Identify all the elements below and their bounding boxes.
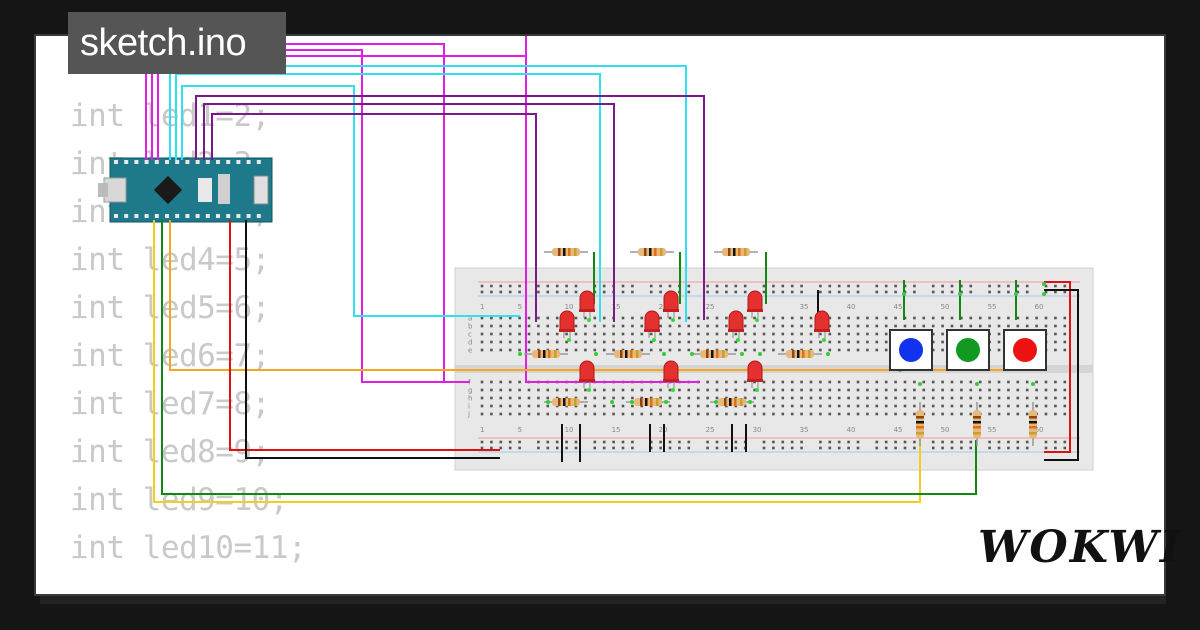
- column-number: 20: [659, 303, 668, 311]
- column-number: 1: [480, 303, 484, 311]
- resistor[interactable]: [524, 350, 568, 358]
- column-number: 45: [894, 426, 903, 434]
- led[interactable]: [814, 310, 830, 342]
- resistor[interactable]: [973, 402, 981, 446]
- column-number: 55: [988, 303, 997, 311]
- resistor[interactable]: [1029, 402, 1037, 446]
- column-number: 50: [941, 426, 950, 434]
- column-number: 40: [847, 303, 856, 311]
- code-line: int led9=10;: [70, 482, 288, 518]
- push-button-green[interactable]: [946, 329, 990, 371]
- led[interactable]: [579, 290, 595, 322]
- column-number: 60: [1035, 426, 1044, 434]
- column-number: 45: [894, 303, 903, 311]
- column-number: 25: [706, 303, 715, 311]
- card-shadow: [40, 596, 1166, 604]
- sketch-filename[interactable]: sketch.ino: [68, 12, 286, 74]
- code-line: int led7=8;: [70, 386, 270, 422]
- row-letter: g: [468, 387, 472, 395]
- code-line: int led10=11;: [70, 530, 307, 566]
- row-letter: h: [468, 395, 472, 403]
- column-number: 50: [941, 303, 950, 311]
- column-number: 35: [800, 303, 809, 311]
- led[interactable]: [747, 290, 763, 322]
- button-cap-icon[interactable]: [899, 338, 923, 362]
- button-cap-icon[interactable]: [1013, 338, 1037, 362]
- row-letter: e: [468, 347, 472, 355]
- column-number: 35: [800, 426, 809, 434]
- led[interactable]: [747, 360, 763, 392]
- code-line: int led8=9;: [70, 434, 270, 470]
- column-number: 10: [565, 426, 574, 434]
- resistor[interactable]: [606, 350, 650, 358]
- push-button-red[interactable]: [1003, 329, 1047, 371]
- row-letter: b: [468, 323, 473, 331]
- code-line: int led6=7;: [70, 338, 270, 374]
- row-letter: c: [468, 331, 472, 339]
- code-line: int led4=5;: [70, 242, 270, 278]
- resistor[interactable]: [714, 248, 758, 256]
- code-line: int led5=6;: [70, 290, 270, 326]
- row-letter: d: [468, 339, 472, 347]
- led[interactable]: [663, 290, 679, 322]
- resistor[interactable]: [544, 248, 588, 256]
- column-number: 60: [1035, 303, 1044, 311]
- resistor[interactable]: [544, 398, 588, 406]
- column-number: 15: [612, 303, 621, 311]
- led[interactable]: [728, 310, 744, 342]
- column-number: 55: [988, 426, 997, 434]
- leds: [518, 282, 1046, 404]
- column-number: 25: [706, 426, 715, 434]
- column-number: 5: [518, 426, 522, 434]
- led[interactable]: [663, 360, 679, 392]
- column-number: 5: [518, 303, 522, 311]
- push-buttons[interactable]: [889, 329, 1047, 371]
- arduino-nano[interactable]: [98, 157, 273, 223]
- push-button-blue[interactable]: [889, 329, 933, 371]
- resistor[interactable]: [916, 402, 924, 446]
- column-number: 30: [753, 426, 762, 434]
- column-number: 10: [565, 303, 574, 311]
- row-letter: a: [468, 315, 472, 323]
- led[interactable]: [579, 360, 595, 392]
- column-number: 1: [480, 426, 484, 434]
- row-letter: i: [468, 403, 470, 411]
- column-number: 40: [847, 426, 856, 434]
- resistor[interactable]: [630, 248, 674, 256]
- column-number: 15: [612, 426, 621, 434]
- wokwi-logo: WOKWI: [978, 522, 1183, 573]
- resistors: [524, 248, 1037, 446]
- led[interactable]: [644, 310, 660, 342]
- resistor[interactable]: [778, 350, 822, 358]
- led[interactable]: [559, 310, 575, 342]
- resistor[interactable]: [692, 350, 736, 358]
- button-cap-icon[interactable]: [956, 338, 980, 362]
- row-letter: j: [467, 411, 470, 419]
